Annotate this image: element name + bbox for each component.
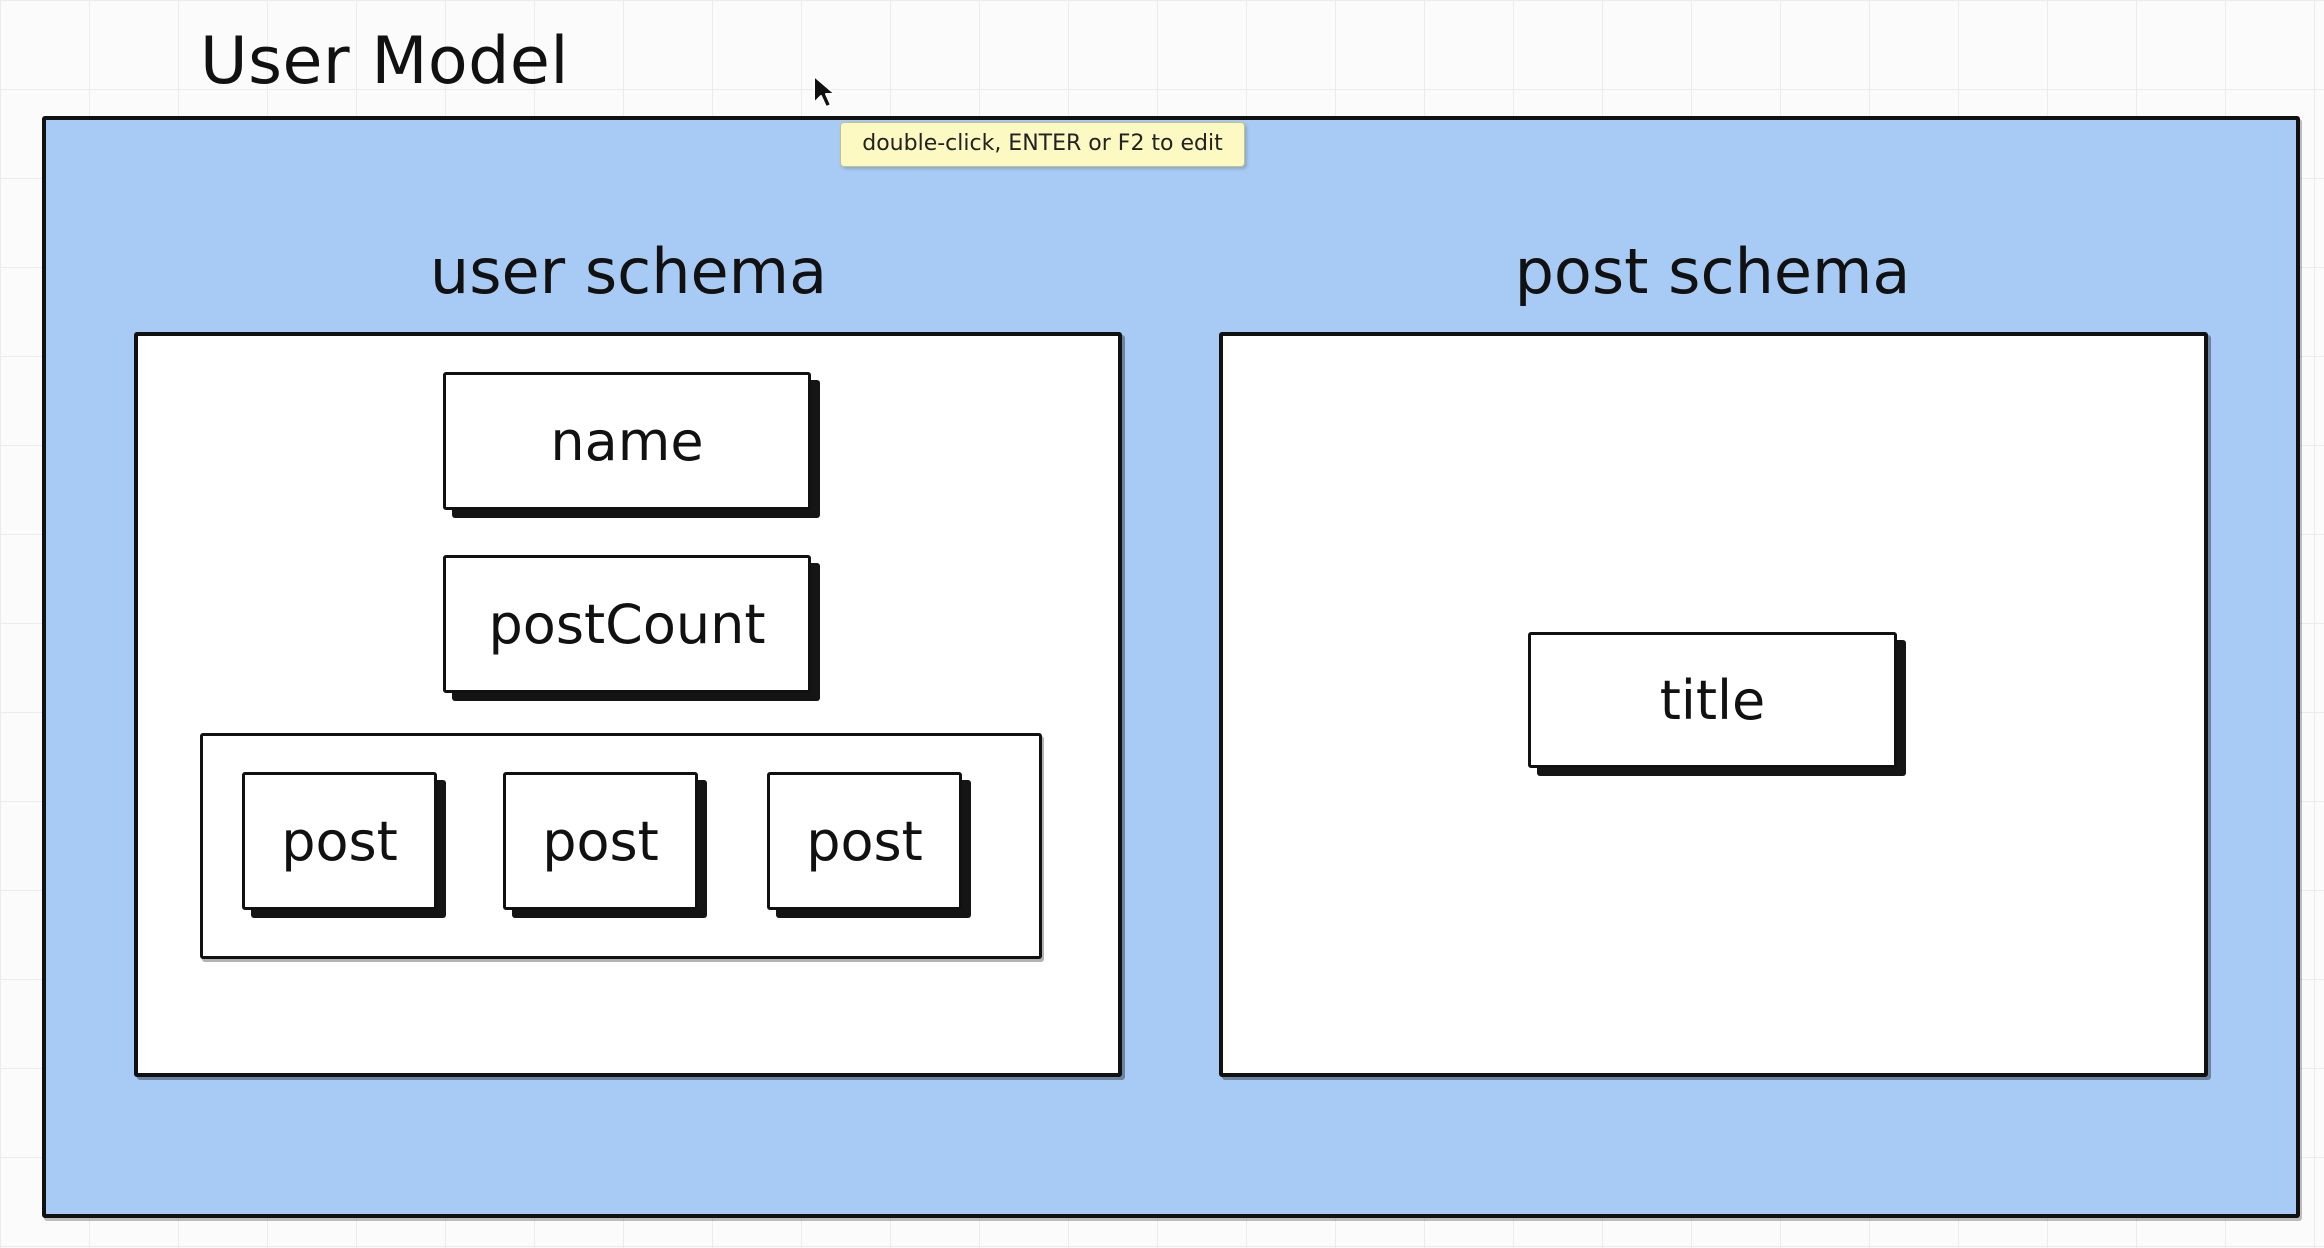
user-schema-label: user schema [429, 235, 828, 308]
post-item-box[interactable]: post [503, 772, 698, 910]
mouse-pointer-icon [813, 75, 836, 108]
name-field-box[interactable]: name [443, 372, 811, 510]
post-item-box[interactable]: post [242, 772, 437, 910]
post-schema-label: post schema [1514, 235, 1911, 308]
post-item-box[interactable]: post [767, 772, 962, 910]
postcount-field-box[interactable]: postCount [443, 555, 811, 693]
edit-tooltip: double-click, ENTER or F2 to edit [840, 122, 1245, 167]
title-field-box[interactable]: title [1528, 632, 1897, 768]
page-title: User Model [200, 24, 569, 99]
